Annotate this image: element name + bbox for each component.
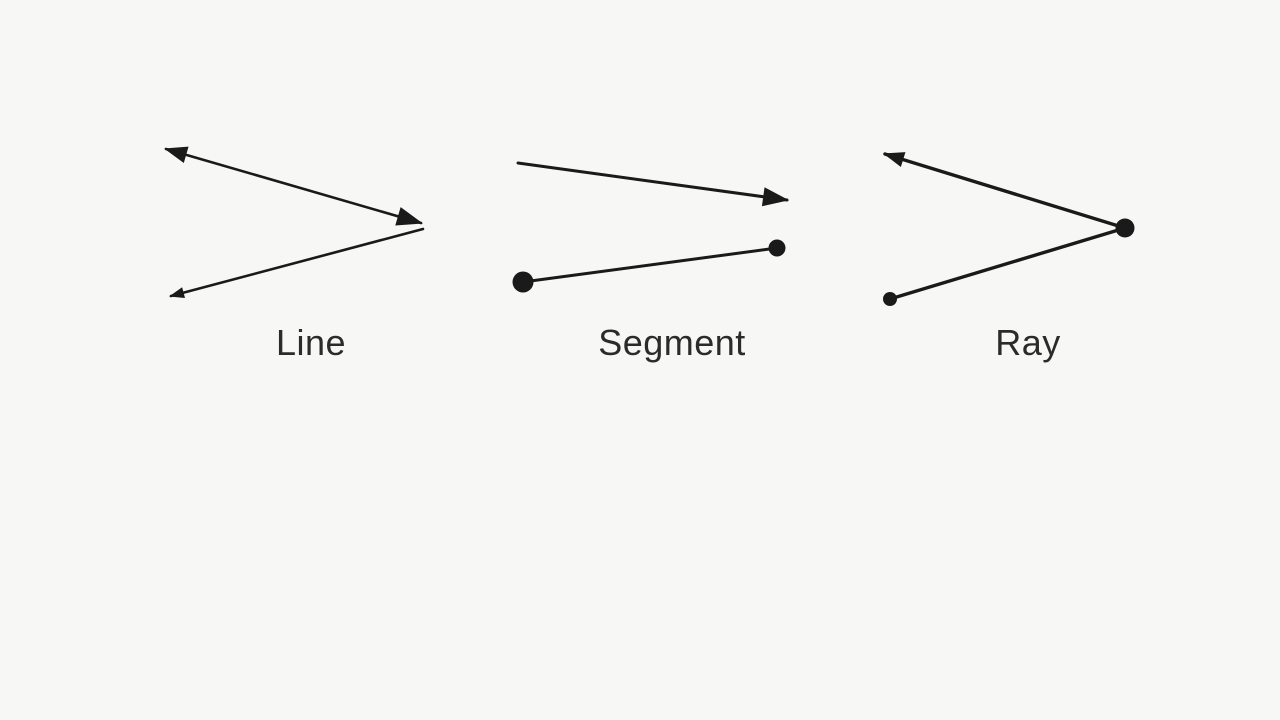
line-start-arrowhead-icon: [169, 287, 185, 299]
line-stroke-2: [169, 227, 425, 298]
line-end-arrowhead-icon: [395, 207, 423, 226]
line-start-arrowhead-icon: [164, 146, 189, 164]
segment-end-arrowhead-icon: [761, 187, 789, 207]
line-stroke-1: [164, 147, 423, 225]
label-segment: Segment: [598, 322, 746, 363]
ray-stroke-1: [883, 152, 1127, 230]
segment-end-endpoint-dot: [768, 239, 786, 257]
ray-start-endpoint-dot: [883, 292, 897, 306]
ray-end-endpoint-dot: [1115, 218, 1135, 238]
segment-stroke-1: [516, 161, 789, 202]
segment-stroke-2: [521, 246, 779, 284]
ray-start-arrowhead-icon: [883, 152, 906, 168]
segment-start-endpoint-dot: [512, 271, 534, 293]
label-ray: Ray: [995, 322, 1061, 363]
label-line: Line: [275, 322, 347, 363]
ray-stroke-2: [888, 226, 1127, 301]
